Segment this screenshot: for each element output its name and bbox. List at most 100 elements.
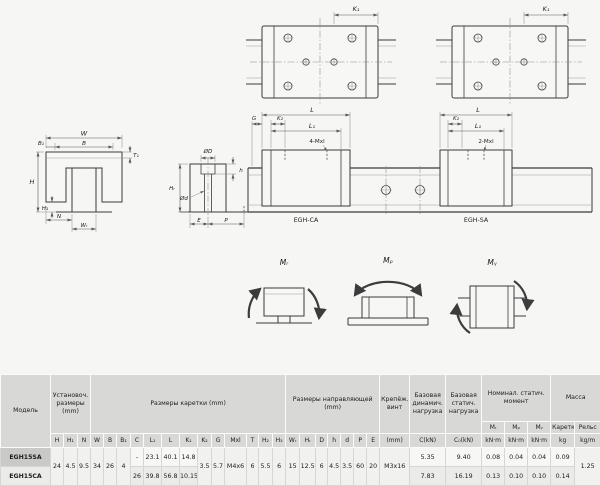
dim-label-l1-ca: L₁ — [309, 122, 316, 130]
cell-wr: 15 — [285, 447, 301, 486]
col-c: C — [130, 433, 145, 448]
row-egh15sa: EGH15SA 24 4.5 9.5 34 26 4 - 23.1 40.1 1… — [0, 447, 600, 486]
plan-view-egh-ca: K₁ — [246, 5, 396, 104]
plan-view-egh-sa: K₁ — [436, 5, 586, 104]
rail-front — [71, 167, 97, 212]
dim-label-k2-sa: K₂ — [453, 116, 460, 122]
dim-label-g-ca: G — [252, 116, 257, 122]
cell-mp: 0.04 — [504, 447, 529, 467]
spec-table-wrap: Модель Установоч. размеры (mm) Размеры к… — [0, 374, 600, 486]
col-g: G — [211, 433, 226, 448]
col-h1: H₁ — [63, 433, 78, 448]
col-t: T — [246, 433, 260, 448]
cell-w: 34 — [90, 447, 105, 486]
cell-mp: 0.10 — [504, 466, 529, 486]
caption-egh-sa: EGH-SA — [464, 217, 489, 224]
spec-table: Модель Установоч. размеры (mm) Размеры к… — [0, 374, 600, 486]
header-mass-rail: Рельс — [574, 421, 600, 434]
col-l1: L₁ — [143, 433, 163, 448]
dim-label-wr: Wᵣ — [81, 223, 89, 229]
header-install-dims: Установоч. размеры (mm) — [49, 374, 92, 434]
header-mr: Mᵣ — [481, 421, 506, 434]
carriage-block-side-sa — [439, 149, 513, 207]
header-mass-carriage: Каретка — [550, 421, 576, 434]
col-h: H — [50, 433, 64, 448]
cell-b1: 4 — [116, 447, 132, 486]
cell-c-stat: 9.40 — [445, 447, 483, 467]
label-moment-my: Mᵧ — [487, 258, 496, 267]
dim-label-h-depth: h — [239, 168, 243, 174]
moment-mr-arrow-left — [247, 287, 262, 319]
cell-c: 26 — [130, 466, 145, 486]
col-kg: kg — [550, 433, 576, 448]
dim-label-k1-ca: K₁ — [353, 5, 360, 13]
col-c-stat: C₀(kN) — [445, 433, 483, 448]
moment-mp-block — [361, 296, 415, 319]
col-l: L — [161, 433, 181, 448]
cell-k1: 14.8 — [179, 447, 199, 467]
col-h3: H₃ — [272, 433, 287, 448]
col-h-low: h — [327, 433, 342, 448]
cell-t: 6 — [246, 447, 260, 486]
cell-mr: 0.13 — [481, 466, 506, 486]
cell-h: 24 — [50, 447, 64, 486]
col-n: N — [76, 433, 92, 448]
dim-label-h1: H₁ — [42, 206, 48, 212]
moment-mr-arrow-right — [307, 288, 327, 321]
header-screw: Крепёж. винт — [379, 374, 411, 434]
cell-c-stat: 16.19 — [445, 466, 483, 486]
cell-model: EGH15CA — [0, 466, 51, 486]
cell-mass: 0.09 — [550, 447, 576, 467]
header-mp: Mₚ — [504, 421, 529, 434]
dim-label-dia-d-big: ØD — [203, 148, 213, 155]
cell-hr: 12.5 — [299, 447, 317, 486]
dim-label-t1: T₁ — [133, 153, 139, 159]
col-w: W — [90, 433, 105, 448]
cell-h2: 5.5 — [258, 447, 274, 486]
cell-g: 5.7 — [211, 447, 226, 486]
header-static-moment: Номинал. статич. момент — [481, 374, 552, 422]
header-dynamic-load: Базовая динамич. нагрузка — [409, 374, 447, 434]
cell-my: 0.04 — [527, 447, 552, 467]
col-mxl: Mxl — [224, 433, 248, 448]
col-b1: B₁ — [116, 433, 132, 448]
col-knm-mp: kN·m — [504, 433, 529, 448]
cell-model: EGH15SA — [0, 447, 51, 467]
col-d-cap: D — [315, 433, 329, 448]
label-moment-mp: Mₚ — [383, 256, 393, 265]
cell-mxl: M4x6 — [224, 447, 248, 486]
dim-label-k2-ca: K₂ — [277, 116, 284, 122]
moment-my-block — [469, 285, 515, 329]
technical-drawings: K₁ K₁ — [30, 5, 593, 334]
dim-label-l-ca: L — [310, 106, 314, 114]
col-kgm: kg/m — [574, 433, 600, 448]
cell-c-dyn: 5.35 — [409, 447, 447, 467]
col-h2: H₂ — [258, 433, 274, 448]
cell-k2: 3.5 — [197, 447, 213, 486]
cell-k1: 10.15 — [179, 466, 199, 486]
cell-mass: 0.14 — [550, 466, 576, 486]
cell-l1: 39.8 — [143, 466, 163, 486]
col-k2: K₂ — [197, 433, 213, 448]
caption-egh-ca: EGH-CA — [294, 217, 319, 224]
col-wr: Wᵣ — [285, 433, 301, 448]
drawings-canvas: K₁ K₁ — [30, 5, 593, 334]
dim-label-e: E — [197, 218, 201, 224]
col-knm-mr: kN·m — [481, 433, 506, 448]
cell-l: 40.1 — [161, 447, 181, 467]
moment-mr-block — [263, 287, 305, 317]
label-moment-mr: Mᵣ — [280, 258, 289, 267]
dim-label-dia-d-small: Ød — [179, 195, 188, 202]
header-mass: Масса — [550, 374, 600, 422]
cell-my: 0.10 — [527, 466, 552, 486]
moment-mp-arrow — [353, 280, 423, 297]
dim-label-p: P — [224, 218, 228, 224]
header-rail-dims: Размеры направляющей (mm) — [285, 374, 381, 434]
col-e: E — [366, 433, 381, 448]
front-view: W B B₁ H H₁ T₁ N — [30, 130, 139, 232]
dim-label-w: W — [81, 130, 88, 138]
col-hr: Hᵣ — [299, 433, 317, 448]
cell-n: 9.5 — [76, 447, 92, 486]
rail-hole-detail: ØD h Ød Hᵣ E P — [169, 148, 250, 228]
